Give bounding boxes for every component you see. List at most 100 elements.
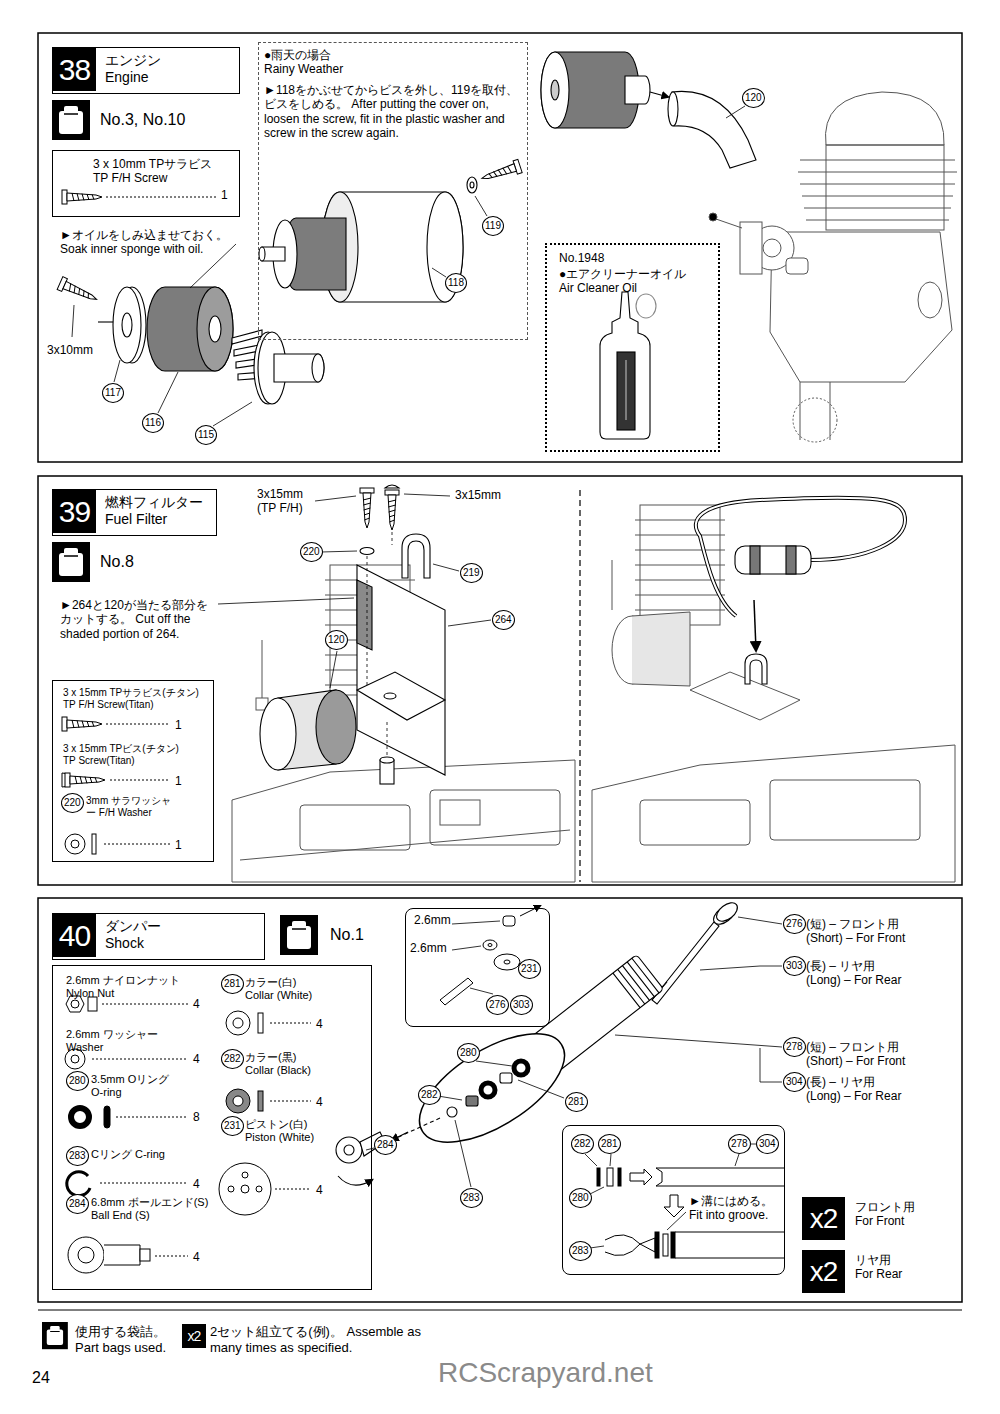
callout-number: 283	[569, 1241, 592, 1261]
label-text: 3 x 10mm TPサラビス TP F/H Screw	[93, 157, 218, 186]
parts-box: 3 x 15mm TPサラビス(チタン) TP F/H Screw(Titan)…	[52, 680, 214, 862]
callout-number: 280	[457, 1043, 480, 1063]
label-text: ピストン(白) Piston (White)	[245, 1118, 330, 1144]
label-text: 3x15mm (TP F/H)	[257, 487, 312, 516]
callout-number: 120	[742, 88, 765, 108]
label-text: 2.6mm	[410, 941, 447, 955]
parts-39-icons	[62, 717, 170, 854]
step-header: 40 ダンパー Shock	[52, 913, 265, 960]
divider-line	[579, 490, 580, 882]
label-text: 2セット組立てる(例)。 Assemble as many times as s…	[210, 1324, 445, 1355]
label-text: ►118をかぶせてからビスを外し、119を取付、ビスをしめる。 After pu…	[264, 83, 519, 141]
rainy-cover-drawing	[259, 159, 522, 302]
callout-number: 264	[492, 610, 515, 630]
callout-number: 120	[325, 630, 348, 650]
step-number: 38	[53, 48, 96, 91]
engine-outline	[709, 92, 957, 442]
repeat-badge-text: x2	[802, 1197, 845, 1240]
label-text: 24	[32, 1368, 50, 1387]
callout-number: 119	[482, 216, 504, 236]
repeat-badge: x2 フロント用 For Front	[802, 1197, 947, 1243]
callout-number: 117	[102, 383, 124, 403]
callout-number: 282	[418, 1085, 441, 1105]
label-text: 3x10mm	[47, 343, 107, 357]
label-text: 使用する袋詰。 Part bags used.	[75, 1324, 170, 1355]
step-number: 40	[53, 914, 96, 957]
callout-number: 281	[565, 1092, 588, 1112]
chassis-drawing-right	[592, 505, 955, 882]
label-text: ダンパー Shock	[105, 918, 165, 952]
label-text: ►溝にはめる。 Fit into groove.	[689, 1194, 779, 1223]
label-text: (短) – フロント用 (Short) – For Front	[806, 917, 916, 946]
label-text: 3 x 15mm TPサラビス(チタン) TP F/H Screw(Titan)	[63, 687, 211, 711]
callout-number: 220	[61, 793, 84, 813]
label-text: 2.6mm	[414, 913, 451, 927]
callout-number: 304	[783, 1072, 806, 1092]
piston-inset-drawing	[440, 906, 540, 1005]
label-text: 3mm サラワッシャー F/H Washer	[86, 795, 176, 819]
bag-icons	[42, 100, 318, 1349]
part-count: 4	[316, 1184, 323, 1197]
part-count: 4	[193, 1053, 200, 1066]
label-text: エンジン Engine	[105, 52, 165, 86]
label-text: ►264と120が当たる部分をカットする。 Cut off the shaded…	[60, 598, 215, 641]
step-header: 38 エンジン Engine	[52, 47, 240, 94]
part-count: 1	[175, 839, 182, 852]
groove-inset-drawing	[585, 1144, 785, 1258]
parts-box: 3 x 10mm TPサラビス TP F/H Screw1	[52, 150, 240, 217]
rainy-note-box: ●雨天の場合 Rainy Weather ►118をかぶせてからビスを外し、119…	[258, 42, 528, 340]
callout-number: 231	[221, 1116, 244, 1136]
inset-box: 282281278304280►溝にはめる。 Fit into groove.2…	[562, 1125, 785, 1275]
callout-number: 282	[221, 1049, 244, 1069]
label-text: ●雨天の場合 Rainy Weather	[264, 48, 349, 77]
callout-number: 304	[756, 1134, 779, 1154]
label-text: ►オイルをしみ込ませておく。 Soak inner sponge with oi…	[60, 228, 235, 257]
label-text: リヤ用 For Rear	[855, 1253, 910, 1282]
label-text: No.8	[100, 552, 180, 571]
part-count: 1	[221, 189, 228, 202]
callout-number: 116	[142, 413, 164, 433]
callout-number: 231	[518, 959, 541, 979]
callout-number: 280	[66, 1071, 89, 1091]
parts-box: 2.6mm ナイロンナット Nylon Nut42.6mm ワッシャー Wash…	[52, 965, 372, 1290]
inset-box: 2.6mm2.6mm231276303	[405, 908, 550, 1027]
part-count: 4	[193, 998, 200, 1011]
part-count: 8	[193, 1111, 200, 1124]
label-text: (長) – リヤ用 (Long) – For Rear	[806, 959, 906, 988]
shock-drawing	[336, 899, 782, 1187]
label-text: 3x15mm	[455, 488, 525, 502]
label-text: フロント用 For Front	[855, 1200, 930, 1229]
oil-box: No.1948 ●エアクリーナーオイル Air Cleaner Oil	[545, 243, 720, 452]
step-header: 39燃料フィルター Fuel Filter	[52, 489, 217, 536]
fuel-filter-drawing	[696, 497, 905, 684]
callout-number: 281	[598, 1134, 621, 1154]
callout-number: 283	[460, 1188, 483, 1208]
label-text: No.3, No.10	[100, 110, 250, 129]
callout-number: 283	[66, 1146, 89, 1166]
repeat-badge: x2 リヤ用 For Rear	[802, 1250, 947, 1296]
callout-number: 284	[66, 1194, 89, 1214]
callout-number: 219	[460, 563, 483, 583]
callout-number: 278	[783, 1037, 806, 1057]
chassis-drawing-left	[232, 565, 575, 882]
bracket-and-cleaner	[218, 485, 491, 784]
callout-number: 281	[221, 974, 244, 994]
label-text: 2.6mm ナイロンナット Nylon Nut	[66, 974, 206, 1000]
repeat-badge-text: x2	[182, 1324, 206, 1348]
label-text: 2.6mm ワッシャー Washer	[66, 1028, 166, 1054]
callout-number: 278	[728, 1134, 751, 1154]
repeat-badge-text: x2	[802, 1250, 845, 1293]
label-text: カラー(白) Collar (White)	[245, 976, 325, 1002]
panel-frames	[38, 33, 962, 1310]
callout-number: 276	[783, 914, 806, 934]
label-text: 3 x 15mm TPビス(チタン) TP Screw(Titan)	[63, 743, 183, 767]
label-text: ●エアクリーナーオイル Air Cleaner Oil	[559, 267, 704, 296]
label-text: Cリング C-ring	[91, 1148, 211, 1161]
engine-drawing	[541, 52, 756, 168]
part-count: 4	[316, 1018, 323, 1031]
label-text: No.1948	[559, 251, 699, 265]
callout-number: 118	[445, 273, 467, 293]
part-count: 4	[193, 1178, 200, 1191]
callout-number: 220	[300, 542, 323, 562]
repeat-badge: x2	[182, 1324, 206, 1351]
